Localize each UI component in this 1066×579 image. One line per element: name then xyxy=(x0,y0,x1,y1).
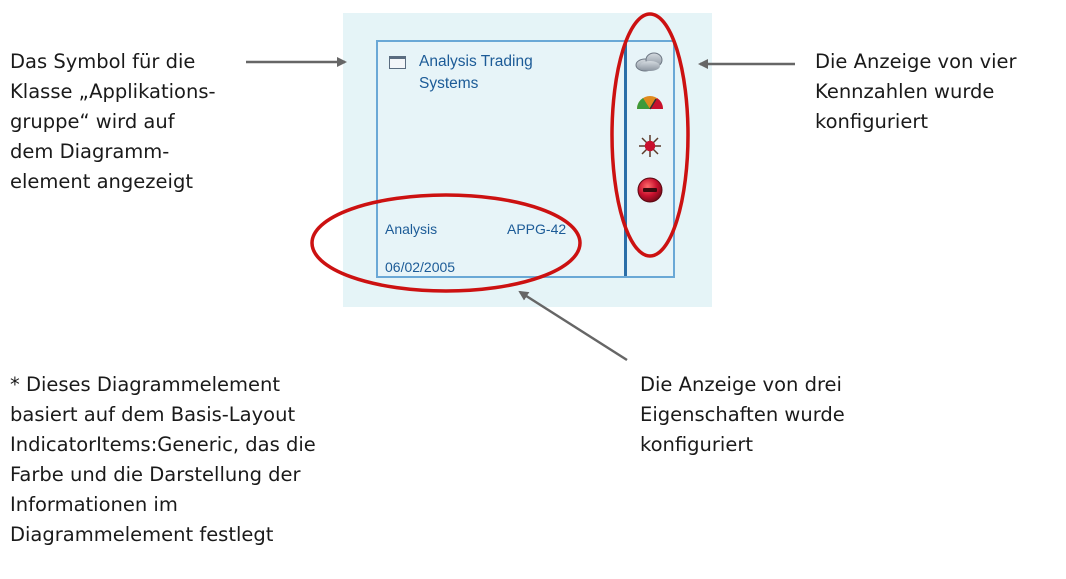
properties-highlight-ellipse xyxy=(310,193,582,293)
callout-properties-line: konfiguriert xyxy=(640,433,754,456)
application-group-icon xyxy=(389,56,406,69)
element-title-line: Systems xyxy=(419,75,479,92)
properties-arrow xyxy=(518,290,628,362)
callout-footnote-line: basiert auf dem Basis-Layout xyxy=(10,403,296,426)
callout-kpis-line: konfiguriert xyxy=(815,110,929,133)
property-id: APPG-42 xyxy=(507,221,567,237)
callout-properties: Die Anzeige von drei Eigenschaften wurde… xyxy=(640,370,845,460)
element-title-line: Analysis Trading xyxy=(419,53,533,70)
cloud-icon xyxy=(635,52,663,72)
callout-symbol-line: Klasse „Applikations- xyxy=(10,80,216,103)
callout-kpis-line: Kennzahlen wurde xyxy=(815,80,995,103)
callout-properties-line: Eigenschaften wurde xyxy=(640,403,845,426)
callout-kpis: Die Anzeige von vier Kennzahlen wurde ko… xyxy=(815,47,1017,137)
callout-properties-line: Die Anzeige von drei xyxy=(640,373,842,396)
callout-footnote-line: Diagrammelement festlegt xyxy=(10,523,274,546)
kpi-highlight-ellipse xyxy=(610,12,690,258)
callout-symbol: Das Symbol für die Klasse „Applikations-… xyxy=(10,47,216,197)
sun-icon xyxy=(639,135,661,157)
callout-symbol-line: gruppe“ wird auf xyxy=(10,110,175,133)
indicator-strip xyxy=(624,42,627,276)
callout-symbol-line: element angezeigt xyxy=(10,170,193,193)
callout-footnote-line: IndicatorItems:Generic, das die xyxy=(10,433,316,456)
callout-footnote: * Dieses Diagrammelement basiert auf dem… xyxy=(10,370,316,550)
property-date: 06/02/2005 xyxy=(385,259,456,275)
callout-kpis-line: Die Anzeige von vier xyxy=(815,50,1017,73)
property-name: Analysis xyxy=(385,221,438,237)
no-entry-icon xyxy=(637,177,663,203)
callout-footnote-line: * Dieses Diagrammelement xyxy=(10,373,281,396)
gauge-icon xyxy=(636,96,664,110)
callout-symbol-line: dem Diagramm- xyxy=(10,140,170,163)
callout-symbol-line: Das Symbol für die xyxy=(10,50,196,73)
callout-footnote-line: Farbe und die Darstellung der xyxy=(10,463,301,486)
element-title: Analysis Trading Systems xyxy=(419,51,533,95)
callout-footnote-line: Informationen im xyxy=(10,493,178,516)
